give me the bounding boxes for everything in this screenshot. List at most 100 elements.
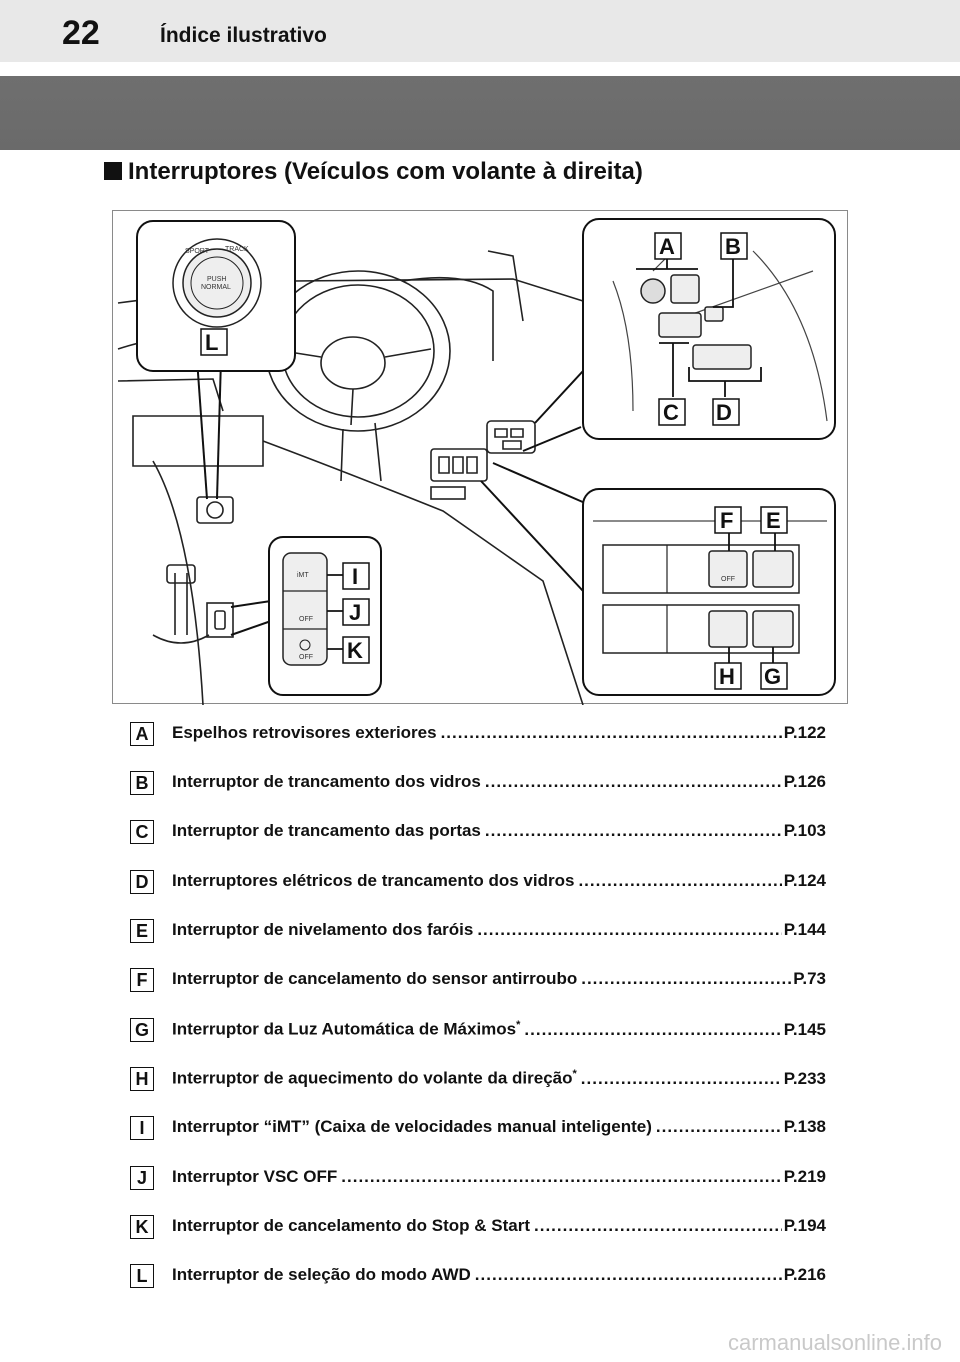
switches-illustration: SPORT TRACK PUSH NORMAL L A [112, 210, 848, 705]
callout-d: D [716, 400, 732, 425]
leader-dots [341, 1167, 781, 1187]
item-text: Interruptor de cancelamento do Stop & St… [172, 1216, 530, 1235]
index-item: E Interruptor de nivelamento dos faróisP… [0, 913, 960, 949]
index-item: D Interruptores elétricos de trancamento… [0, 864, 960, 900]
item-letter: I [130, 1116, 154, 1140]
item-text: Interruptores elétricos de trancamento d… [172, 871, 575, 890]
item-page: P.73 [793, 969, 826, 988]
callout-i: I [352, 564, 358, 589]
item-link[interactable]: Interruptor “iMT” (Caixa de velocidades … [172, 1117, 826, 1137]
footnote-marker: * [572, 1068, 577, 1080]
callout-j: J [349, 600, 361, 625]
item-letter: E [130, 919, 154, 943]
leader-dots [441, 723, 782, 743]
antitheft-off-label: OFF [721, 576, 735, 583]
left-switch-column-inset: iMT OFF OFF I J K [268, 536, 382, 696]
item-text: Interruptor da Luz Automática de Máximos [172, 1019, 517, 1039]
normal-label: NORMAL [201, 284, 231, 291]
item-page: P.103 [783, 821, 826, 840]
index-item: L Interruptor de seleção do modo AWDP.21… [0, 1258, 960, 1294]
item-letter: B [130, 771, 154, 795]
callout-e: E [766, 508, 781, 533]
track-label: TRACK [225, 246, 249, 253]
callout-g: G [764, 664, 781, 689]
item-page: P.145 [783, 1019, 826, 1039]
item-page: P.194 [783, 1216, 826, 1235]
sport-label: SPORT [185, 248, 210, 255]
index-item: C Interruptor de trancamento das portas P… [0, 814, 960, 850]
item-letter: H [130, 1067, 154, 1091]
lower-switch-panel-inset: OFF F E H G [582, 488, 836, 696]
callout-c: C [663, 400, 679, 425]
push-label: PUSH [207, 276, 226, 283]
item-page: P.144 [783, 920, 826, 939]
leader-dots [534, 1216, 782, 1236]
callout-b: B [725, 234, 741, 259]
item-text: Interruptor de cancelamento do sensor an… [172, 969, 578, 988]
item-text-group: Interruptor de aquecimento do volante da… [172, 1068, 581, 1089]
leader-dots [581, 1069, 782, 1089]
item-letter: G [130, 1018, 154, 1042]
leader-dots [485, 821, 782, 841]
callout-a: A [659, 234, 675, 259]
section-title: Interruptores (Veículos com volante à di… [104, 158, 643, 186]
page-number: 22 [62, 14, 100, 52]
callout-f: F [720, 508, 733, 533]
item-link[interactable]: Interruptor da Luz Automática de Máximos… [172, 1019, 826, 1040]
item-page: P.126 [783, 772, 826, 791]
item-page: P.122 [783, 723, 826, 742]
index-item: G Interruptor da Luz Automática de Máxim… [0, 1012, 960, 1048]
leader-dots [578, 871, 781, 891]
item-letter: F [130, 968, 154, 992]
item-text-group: Interruptor da Luz Automática de Máximos… [172, 1019, 524, 1040]
index-item: K Interruptor de cancelamento do Stop & … [0, 1209, 960, 1245]
item-text: Interruptor de trancamento das portas [172, 821, 481, 840]
leader-dots [656, 1117, 782, 1137]
footnote-marker: * [516, 1019, 521, 1031]
item-link[interactable]: Interruptores elétricos de trancamento d… [172, 871, 826, 891]
item-page: P.219 [783, 1167, 826, 1186]
index-item: A Espelhos retrovisores exteriores P.122 [0, 716, 960, 752]
page-title: Índice ilustrativo [160, 24, 327, 47]
item-text: Interruptor “iMT” (Caixa de velocidades … [172, 1117, 652, 1136]
item-letter: K [130, 1215, 154, 1239]
index-item: B Interruptor de trancamento dos vidros P… [0, 765, 960, 801]
item-link[interactable]: Interruptor de cancelamento do sensor an… [172, 969, 826, 989]
item-link[interactable]: Interruptor de nivelamento dos faróisP.1… [172, 920, 826, 940]
item-page: P.124 [783, 871, 826, 890]
index-item: I Interruptor “iMT” (Caixa de velocidade… [0, 1110, 960, 1146]
vsc-off-label: OFF [299, 616, 313, 623]
item-letter: D [130, 870, 154, 894]
item-link[interactable]: Interruptor de seleção do modo AWDP.216 [172, 1265, 826, 1285]
item-link[interactable]: Interruptor de aquecimento do volante da… [172, 1068, 826, 1089]
leader-dots [581, 969, 791, 989]
awd-switch-inset: SPORT TRACK PUSH NORMAL L [136, 220, 296, 372]
imt-label: iMT [297, 572, 309, 579]
item-link[interactable]: Interruptor de cancelamento do Stop & St… [172, 1216, 826, 1236]
index-item: F Interruptor de cancelamento do sensor … [0, 962, 960, 998]
item-text: Interruptor de aquecimento do volante da… [172, 1068, 573, 1088]
item-text: Interruptor de trancamento dos vidros [172, 772, 481, 791]
index-item: H Interruptor de aquecimento do volante … [0, 1061, 960, 1097]
item-link[interactable]: Interruptor de trancamento dos vidros P.1… [172, 772, 826, 792]
item-link[interactable]: Interruptor de trancamento das portas P.1… [172, 821, 826, 841]
section-title-text: Interruptores (Veículos com volante à di… [128, 158, 643, 185]
item-letter: A [130, 722, 154, 746]
callout-l: L [205, 330, 218, 355]
index-item: J Interruptor VSC OFF P.219 [0, 1160, 960, 1196]
item-text: Espelhos retrovisores exteriores [172, 723, 437, 742]
door-switch-inset: A B C D [582, 218, 836, 440]
callout-k: K [347, 638, 363, 663]
item-page: P.233 [783, 1068, 826, 1088]
leader-dots [485, 772, 782, 792]
dashboard-drawing: SPORT TRACK PUSH NORMAL L A [117, 218, 836, 705]
item-letter: J [130, 1166, 154, 1190]
header-band [0, 76, 960, 150]
item-text: Interruptor VSC OFF [172, 1167, 338, 1186]
item-link[interactable]: Interruptor VSC OFF P.219 [172, 1167, 826, 1187]
item-link[interactable]: Espelhos retrovisores exteriores P.122 [172, 723, 826, 743]
item-letter: L [130, 1264, 154, 1288]
item-letter: C [130, 820, 154, 844]
leader-dots [475, 1265, 782, 1285]
square-bullet-icon [104, 162, 122, 180]
